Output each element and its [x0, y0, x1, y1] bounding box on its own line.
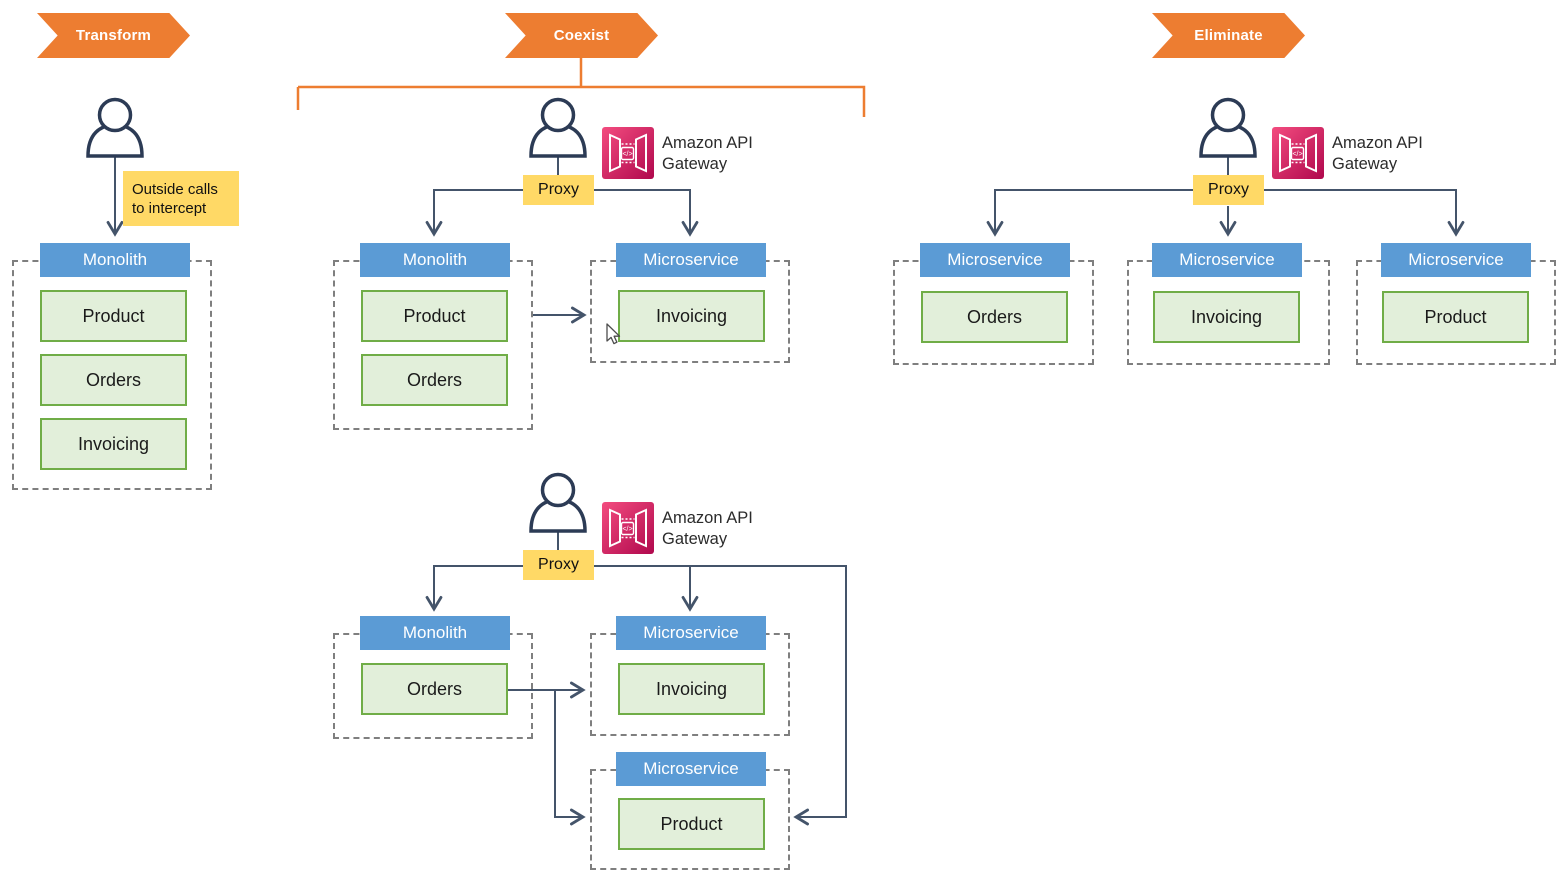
- api-gateway-icon: </>: [1272, 127, 1324, 179]
- note-line-2: to intercept: [132, 200, 207, 217]
- header-label: Microservice: [643, 250, 739, 269]
- header-label: Monolith: [402, 250, 468, 269]
- user-icon: [86, 97, 144, 158]
- module-label: Orders: [406, 678, 462, 699]
- module-label: Invoicing: [77, 433, 150, 454]
- module-label: Orders: [85, 369, 141, 390]
- stage-banner-label: Eliminate: [1194, 27, 1263, 44]
- api-gateway-label: Amazon API Gateway: [662, 133, 753, 175]
- arrow-proxy-to-ms-product: [1264, 189, 1465, 237]
- module-invoicing: Invoicing: [618, 290, 765, 342]
- arrow-proxy-to-ms-orders: [986, 189, 1193, 237]
- api-gateway-label-line1: Amazon API: [1332, 134, 1423, 152]
- module-orders: Orders: [40, 354, 187, 406]
- code-glyph: </>: [1292, 151, 1302, 158]
- header-label: Monolith: [82, 250, 148, 269]
- arrow-proxy-to-monolith-coexist2: [425, 565, 523, 612]
- code-glyph: </>: [622, 151, 632, 158]
- module-label: Invoicing: [1190, 306, 1263, 327]
- module-label: Product: [403, 305, 466, 326]
- microservice-header-product: Microservice: [1381, 243, 1531, 277]
- api-gateway-icon: </>: [602, 502, 654, 554]
- user-icon: [1199, 97, 1257, 158]
- api-gateway-label: Amazon API Gateway: [1332, 133, 1423, 175]
- monolith-header-coexist2: Monolith: [360, 616, 510, 650]
- arrow-proxy-to-microservice-coexist1: [594, 189, 699, 237]
- api-gateway-label-line2: Gateway: [662, 530, 728, 548]
- proxy-label: Proxy: [1208, 181, 1249, 198]
- microservice-header-orders: Microservice: [920, 243, 1070, 277]
- module-product: Product: [618, 798, 765, 850]
- stage-banner-coexist: Coexist: [505, 13, 658, 58]
- module-orders: Orders: [361, 354, 508, 406]
- microservice-header-product-coexist2: Microservice: [616, 752, 766, 786]
- proxy-box-coexist2: Proxy: [523, 550, 594, 580]
- proxy-label: Proxy: [538, 556, 579, 573]
- api-gateway-label: Amazon API Gateway: [662, 508, 753, 550]
- header-label: Microservice: [643, 623, 739, 642]
- note-line-1: Outside calls: [132, 181, 218, 198]
- header-label: Microservice: [643, 759, 739, 778]
- module-label: Invoicing: [655, 678, 728, 699]
- stage-banner-label: Coexist: [553, 27, 610, 44]
- user-icon: [529, 472, 587, 533]
- module-label: Product: [660, 813, 723, 834]
- monolith-header-coexist1: Monolith: [360, 243, 510, 277]
- module-invoicing: Invoicing: [618, 663, 765, 715]
- module-invoicing: Invoicing: [1153, 291, 1300, 343]
- module-label: Product: [1424, 306, 1487, 327]
- module-label: Orders: [406, 369, 462, 390]
- header-label: Microservice: [1179, 250, 1275, 269]
- module-product: Product: [1382, 291, 1529, 343]
- api-gateway-label-line1: Amazon API: [662, 134, 753, 152]
- proxy-box-eliminate: Proxy: [1193, 175, 1264, 205]
- stage-banner-label: Transform: [75, 27, 152, 44]
- stage-banner-transform: Transform: [37, 13, 190, 58]
- arrow-orders-to-product: [554, 690, 586, 826]
- user-icon: [529, 97, 587, 158]
- module-label: Invoicing: [655, 305, 728, 326]
- header-label: Microservice: [947, 250, 1043, 269]
- header-label: Monolith: [402, 623, 468, 642]
- module-label: Orders: [966, 306, 1022, 327]
- api-gateway-icon: </>: [602, 127, 654, 179]
- module-invoicing: Invoicing: [40, 418, 187, 470]
- api-gateway-label-line2: Gateway: [662, 155, 728, 173]
- monolith-header-transform: Monolith: [40, 243, 190, 277]
- proxy-box-coexist1: Proxy: [523, 175, 594, 205]
- api-gateway-label-line1: Amazon API: [662, 509, 753, 527]
- module-label: Product: [82, 305, 145, 326]
- microservice-header-invoicing: Microservice: [1152, 243, 1302, 277]
- coexist-span-bracket: [296, 58, 866, 117]
- module-product: Product: [361, 290, 508, 342]
- module-orders: Orders: [361, 663, 508, 715]
- code-glyph: </>: [622, 526, 632, 533]
- module-product: Product: [40, 290, 187, 342]
- microservice-header-coexist1: Microservice: [616, 243, 766, 277]
- api-gateway-label-line2: Gateway: [1332, 155, 1398, 173]
- microservice-header-invoicing-coexist2: Microservice: [616, 616, 766, 650]
- arrow-proxy-to-monolith-coexist1: [425, 189, 523, 237]
- proxy-label: Proxy: [538, 181, 579, 198]
- stage-banner-eliminate: Eliminate: [1152, 13, 1305, 58]
- module-orders: Orders: [921, 291, 1068, 343]
- header-label: Microservice: [1408, 250, 1504, 269]
- outside-calls-note: Outside calls to intercept: [123, 171, 239, 226]
